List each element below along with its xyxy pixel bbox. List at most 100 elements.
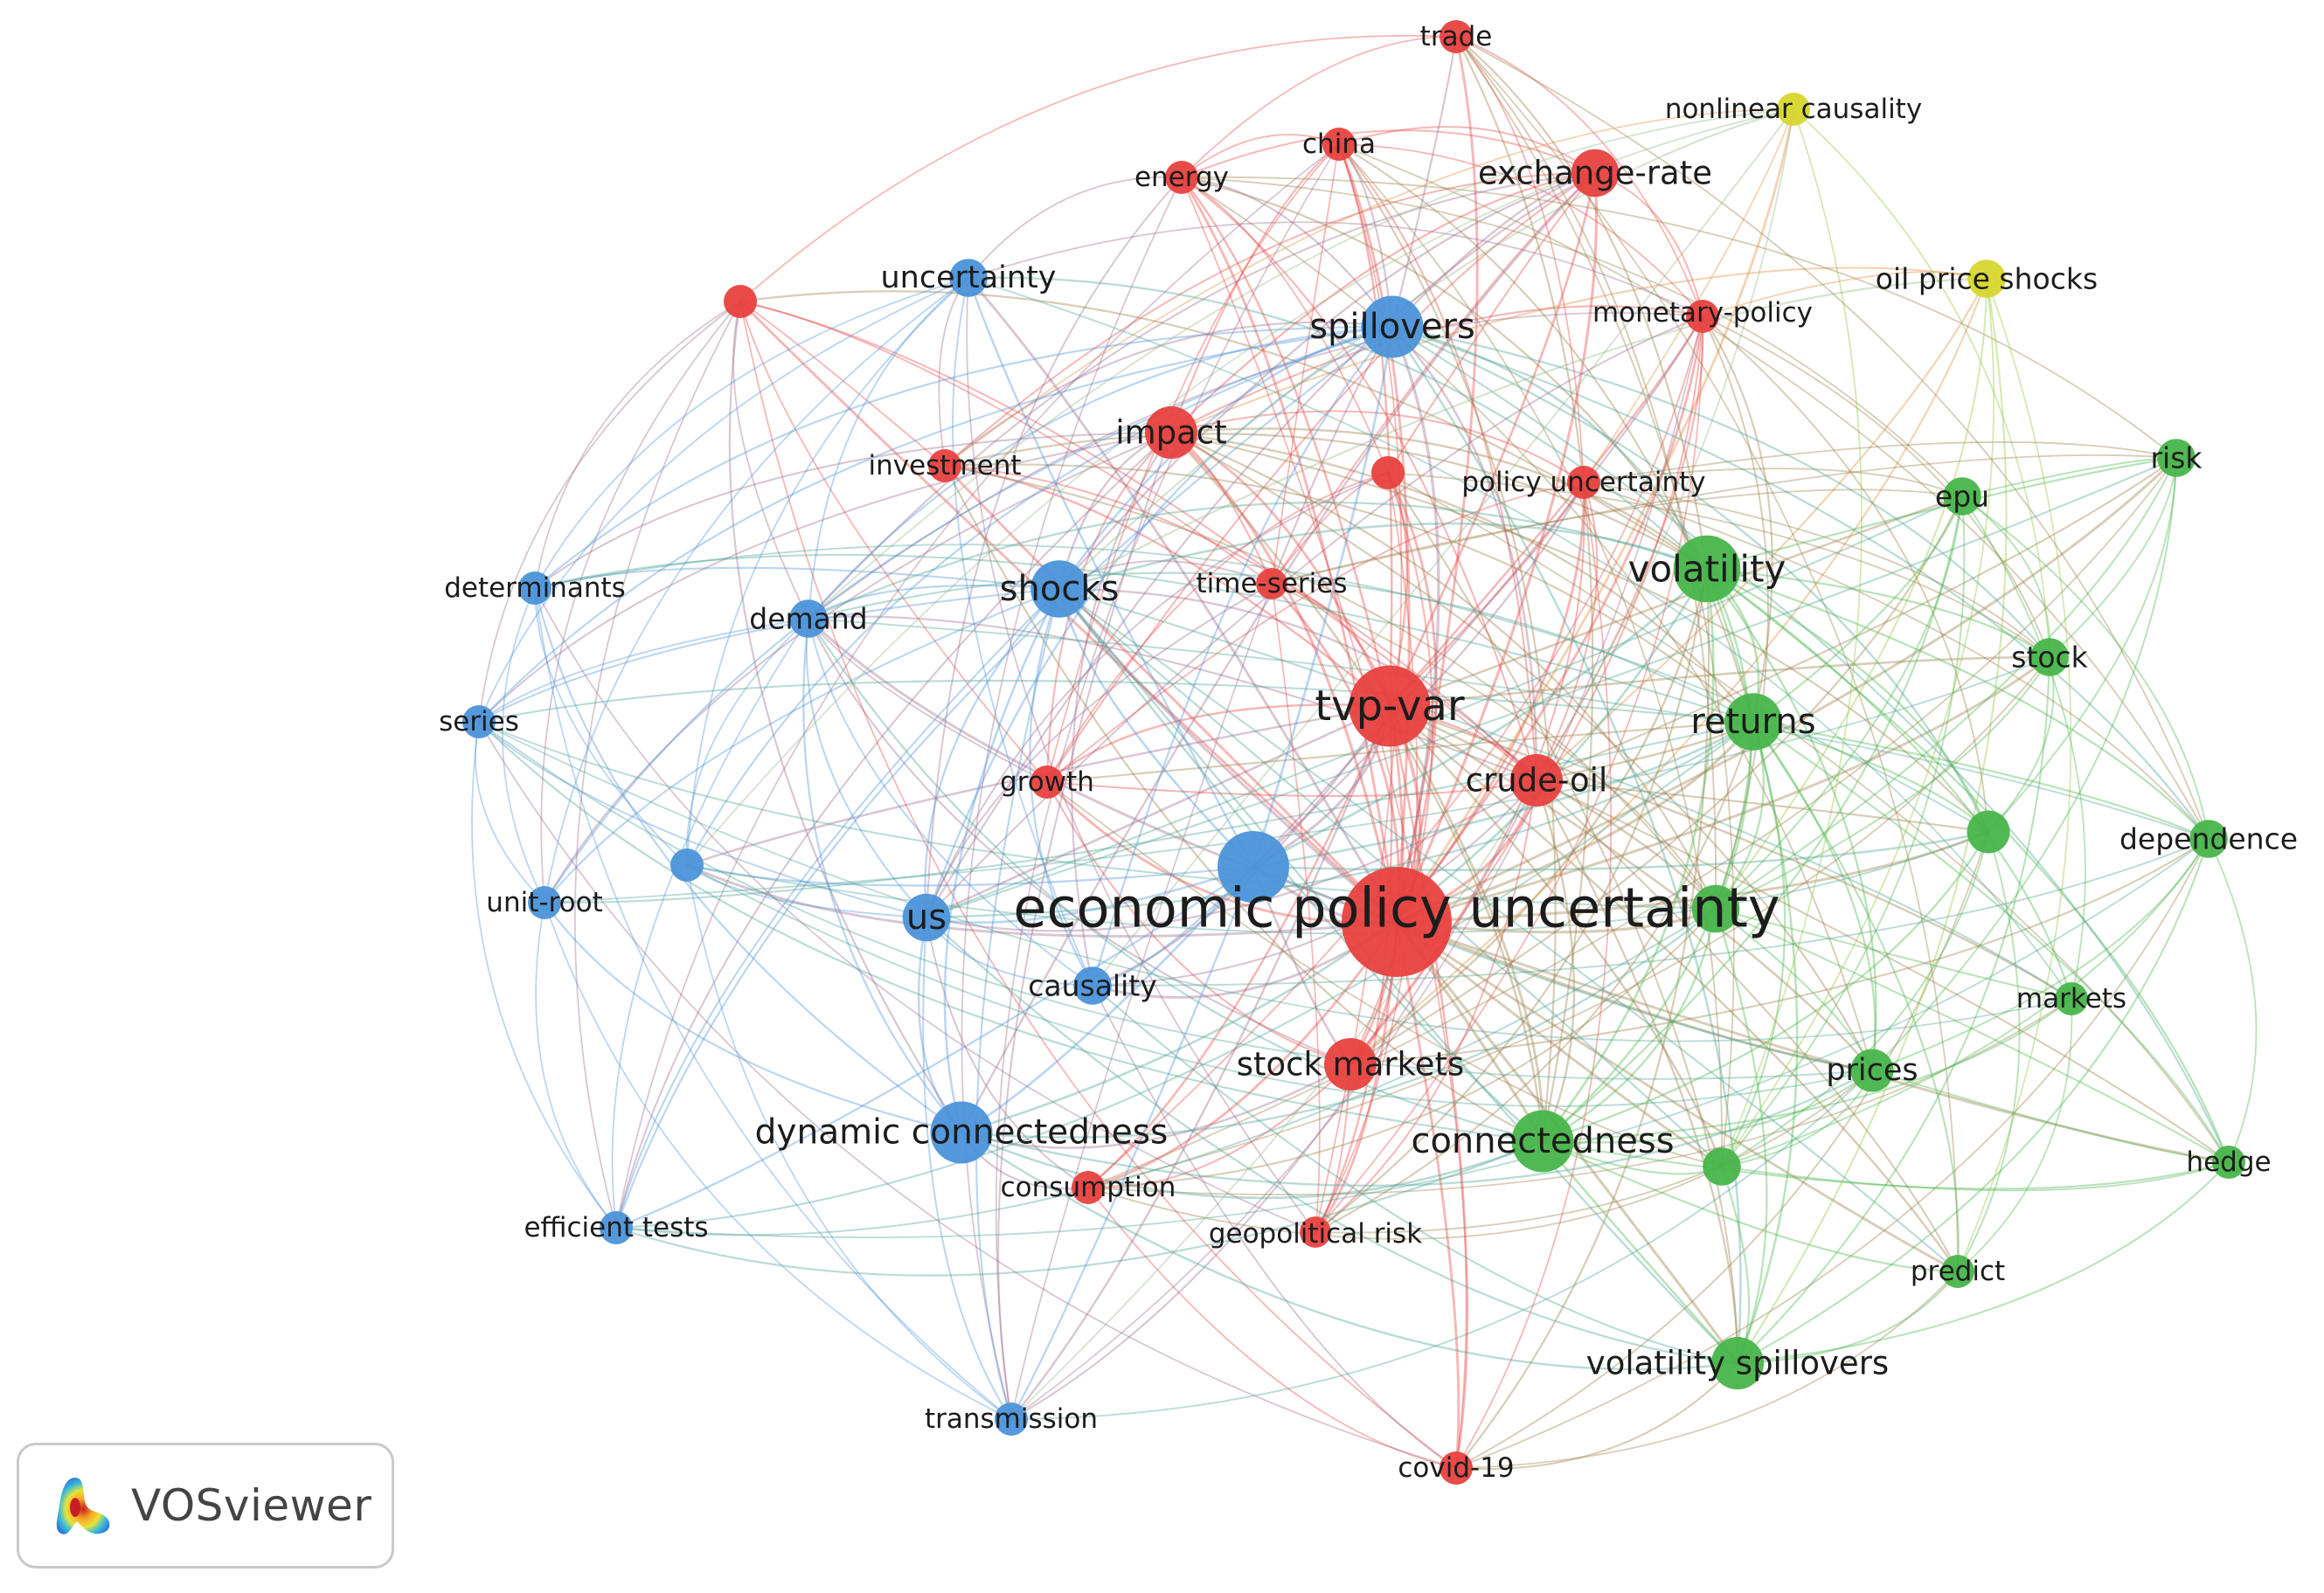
node-geopolitical-risk[interactable]	[1300, 1216, 1331, 1248]
label-stock-markets: stock markets	[1237, 1046, 1465, 1084]
link	[1715, 656, 2050, 910]
node-green-unlabeled-3[interactable]	[1703, 1147, 1741, 1186]
link	[1455, 36, 1959, 1272]
node-china[interactable]	[1322, 128, 1356, 161]
link	[534, 277, 969, 589]
node-returns[interactable]	[1724, 693, 1782, 751]
link	[1752, 721, 2230, 1163]
link	[1536, 779, 1989, 834]
link	[544, 656, 2050, 904]
node-crude-oil[interactable]	[1510, 754, 1563, 807]
link	[1871, 457, 2177, 1071]
node-demand[interactable]	[789, 599, 828, 638]
link	[1058, 588, 1544, 1142]
node-unit-root[interactable]	[528, 886, 561, 919]
link	[1058, 325, 1393, 590]
link	[1536, 779, 2230, 1163]
link	[808, 312, 1703, 620]
node-exchange-rate[interactable]	[1571, 149, 1620, 197]
link	[968, 277, 2072, 1000]
label-geopolitical-risk: geopolitical risk	[1209, 1218, 1422, 1250]
link	[1315, 721, 1755, 1233]
node-determinants[interactable]	[518, 571, 552, 605]
node-growth[interactable]	[1030, 765, 1064, 799]
node-energy[interactable]	[1165, 161, 1198, 194]
link	[1386, 472, 1438, 923]
link	[926, 721, 1754, 919]
link	[574, 301, 741, 1229]
link	[728, 301, 962, 1133]
node-hedge[interactable]	[2212, 1146, 2245, 1179]
label-trade: trade	[1420, 21, 1493, 52]
node-monetary-policy[interactable]	[1686, 300, 1719, 333]
node-blue-unlabeled-2[interactable]	[670, 848, 704, 882]
node-stock[interactable]	[2030, 638, 2069, 676]
link	[1721, 278, 1995, 1167]
node-policy-uncertainty[interactable]	[1567, 466, 1600, 499]
vosviewer-logo-icon	[56, 1478, 110, 1534]
link	[615, 908, 1717, 1236]
link	[1583, 441, 2177, 483]
node-shocks[interactable]	[1030, 560, 1088, 618]
link	[1271, 488, 1963, 585]
link	[1087, 908, 1717, 1188]
node-predict[interactable]	[1941, 1255, 1974, 1288]
link	[1961, 495, 2086, 1000]
node-investment[interactable]	[928, 449, 961, 482]
node-prices[interactable]	[1850, 1049, 1894, 1092]
node-transmission[interactable]	[995, 1403, 1028, 1436]
label-causality: causality	[1028, 969, 1157, 1003]
link	[1386, 472, 1409, 707]
node-efficient-tests[interactable]	[600, 1211, 633, 1244]
node-blue-unlabeled-1[interactable]	[1217, 831, 1289, 903]
node-oil-price-shocks[interactable]	[1967, 260, 2006, 298]
node-dynamic-connectedness[interactable]	[930, 1101, 993, 1164]
link	[1337, 143, 1393, 707]
link	[1455, 36, 1717, 910]
label-nonlinear-causality: nonlinear causality	[1665, 94, 1922, 125]
node-dependence[interactable]	[2189, 820, 2228, 858]
node-series[interactable]	[462, 705, 496, 738]
node-covid-19[interactable]	[1439, 1451, 1473, 1485]
link	[1181, 177, 1391, 707]
node-us[interactable]	[902, 893, 951, 942]
node-nonlinear-causality[interactable]	[1777, 93, 1810, 126]
node-red-unlabeled-2[interactable]	[1371, 456, 1405, 489]
node-time-series[interactable]	[1256, 568, 1287, 599]
link	[1536, 315, 1704, 781]
network-labels: economic policy uncertaintytvp-varcrude-…	[439, 21, 2298, 1484]
link	[1536, 481, 1599, 781]
node-red-unlabeled-1[interactable]	[724, 285, 757, 318]
node-impact[interactable]	[1145, 406, 1197, 459]
link	[952, 277, 1093, 987]
node-green-unlabeled-2[interactable]	[1967, 810, 2010, 854]
node-volatility-spillovers[interactable]	[1711, 1337, 1764, 1389]
node-tvp-var[interactable]	[1349, 665, 1431, 747]
node-epu[interactable]	[1943, 477, 1981, 516]
node-uncertainty[interactable]	[949, 259, 988, 297]
link	[1391, 326, 1538, 781]
link	[1706, 568, 1877, 1071]
node-green-unlabeled-1[interactable]	[1691, 884, 1740, 933]
node-causality[interactable]	[1073, 966, 1112, 1005]
node-volatility[interactable]	[1673, 535, 1741, 603]
link	[502, 587, 545, 904]
link	[1706, 567, 1990, 833]
node-connectedness[interactable]	[1511, 1110, 1574, 1173]
link	[1181, 177, 1389, 474]
link	[967, 277, 1255, 868]
node-risk[interactable]	[2157, 439, 2196, 477]
node-consumption[interactable]	[1072, 1171, 1105, 1204]
node-stock-markets[interactable]	[1324, 1038, 1377, 1091]
link	[1706, 567, 2050, 658]
link	[966, 277, 1316, 1233]
node-trade[interactable]	[1439, 20, 1473, 53]
node-markets[interactable]	[2055, 982, 2088, 1015]
node-economic-policy-uncertainty[interactable]	[1342, 867, 1452, 977]
link	[614, 326, 1393, 1229]
link	[1542, 998, 2072, 1143]
label-demand: demand	[749, 602, 867, 636]
link	[808, 618, 2210, 840]
link	[739, 34, 1457, 302]
node-spillovers[interactable]	[1361, 295, 1424, 358]
